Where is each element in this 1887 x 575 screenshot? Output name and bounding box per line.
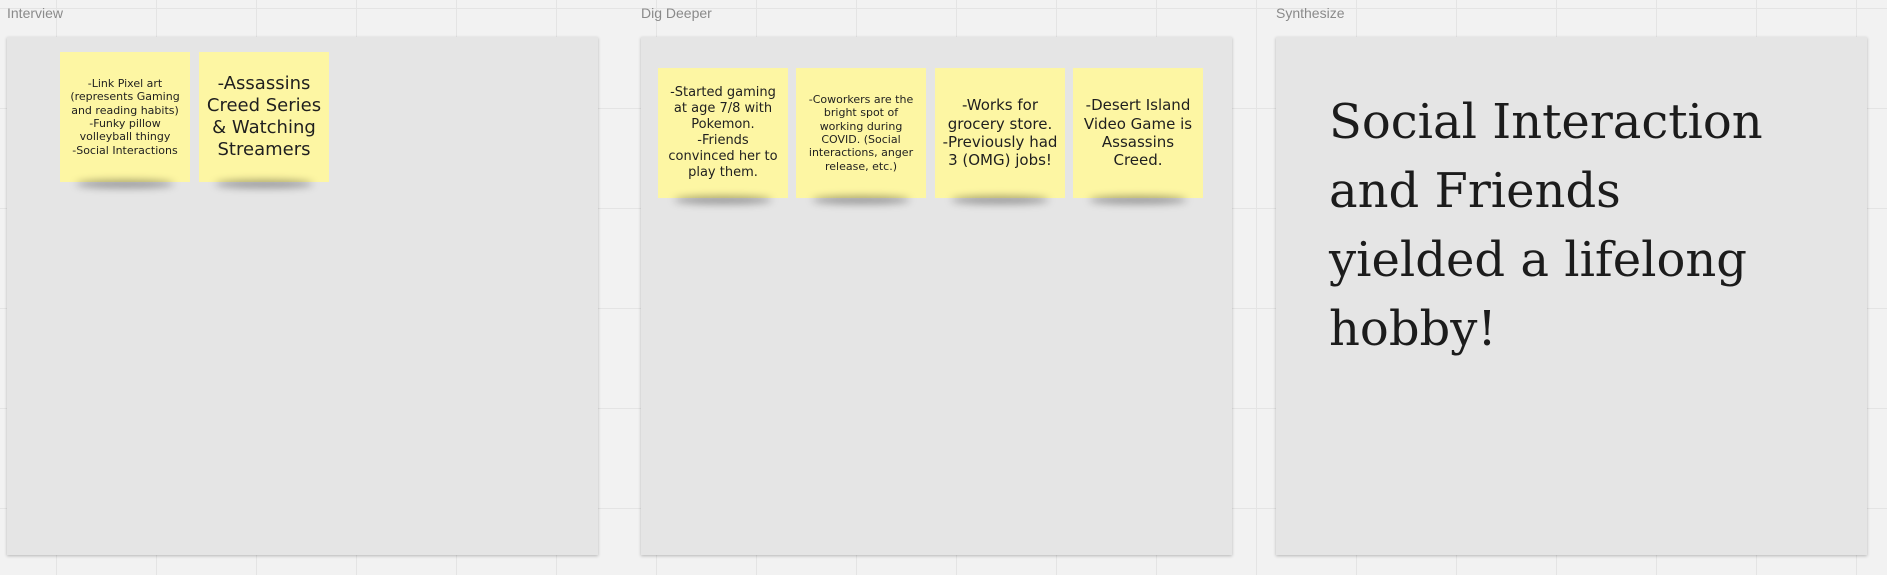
sticky-note-dig-deeper-4[interactable]: -Desert Island Video Game is Assassins C… xyxy=(1073,68,1203,198)
frame-title-synthesize[interactable]: Synthesize xyxy=(1276,5,1345,21)
frame-synthesize[interactable] xyxy=(1276,37,1867,555)
frame-title-dig-deeper[interactable]: Dig Deeper xyxy=(641,5,712,21)
sticky-note-interview-1[interactable]: -Link Pixel art (represents Gaming and r… xyxy=(60,52,190,182)
sticky-note-dig-deeper-2[interactable]: -Coworkers are the bright spot of workin… xyxy=(796,68,926,198)
sticky-note-interview-2[interactable]: -Assassins Creed Series & Watching Strea… xyxy=(199,52,329,182)
sticky-note-dig-deeper-3[interactable]: -Works for grocery store. -Previously ha… xyxy=(935,68,1065,198)
sticky-note-dig-deeper-1[interactable]: -Started gaming at age 7/8 with Pokemon.… xyxy=(658,68,788,198)
synthesis-text[interactable]: Social Interaction and Friends yielded a… xyxy=(1329,94,1763,357)
frame-title-interview[interactable]: Interview xyxy=(7,5,64,21)
